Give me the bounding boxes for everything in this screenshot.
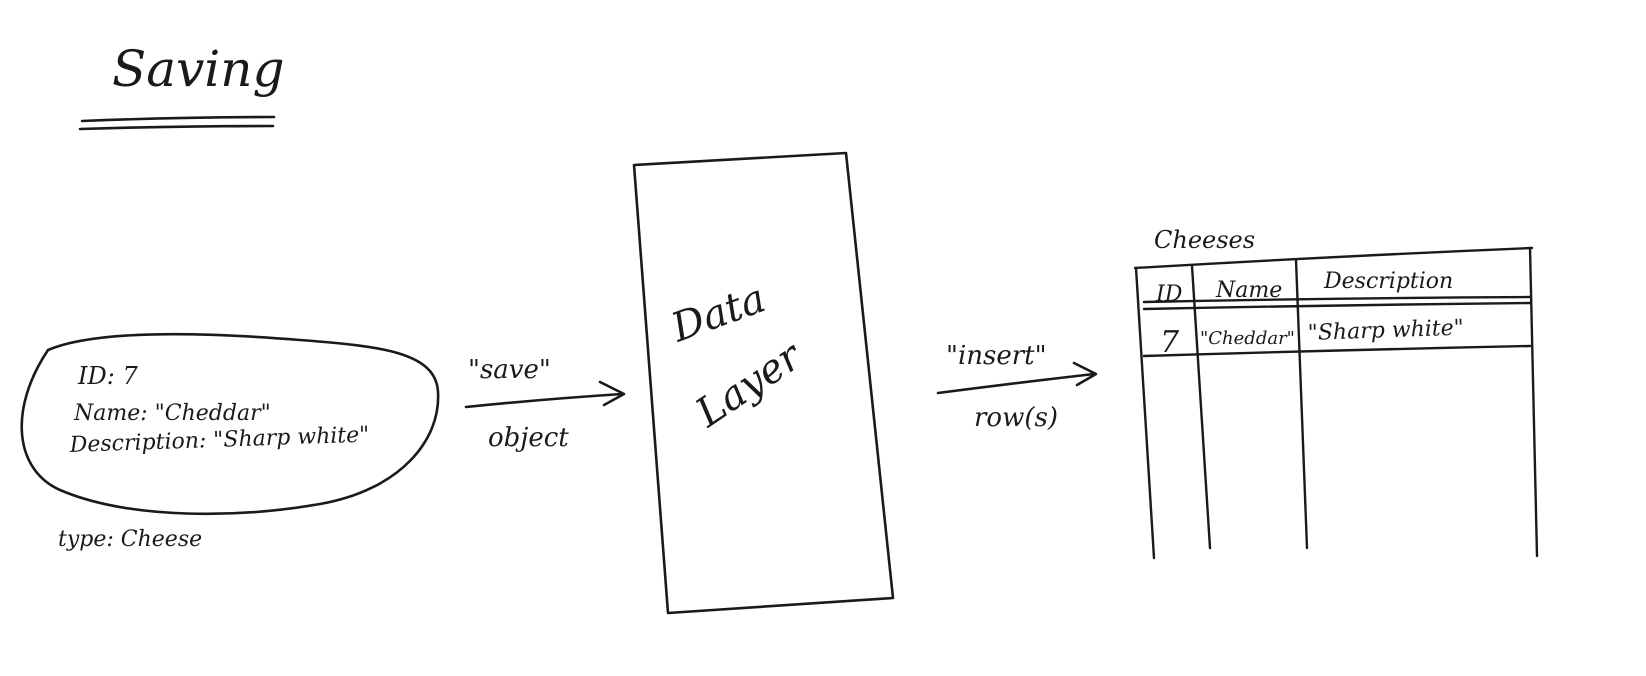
insert-arrow-head [1072, 361, 1098, 387]
table-cell-description: "Sharp white" [1307, 316, 1464, 346]
save-arrow-head [598, 380, 626, 407]
table-top-border [1133, 246, 1534, 270]
data-layer-label-line2: Layer [687, 332, 812, 437]
insert-label: "insert" [946, 341, 1047, 371]
table-cell-id: 7 [1160, 325, 1180, 360]
table-cell-name: "Cheddar" [1200, 328, 1295, 349]
table-header-rule-1 [1142, 295, 1532, 304]
table-header-name: Name [1215, 278, 1282, 303]
object-id-field: ID: 7 [77, 362, 138, 390]
object-blob [20, 332, 440, 516]
save-label: "save" [468, 355, 551, 385]
table-row-rule [1142, 344, 1532, 358]
table-header-rule-2 [1142, 301, 1532, 311]
data-layer-box [632, 151, 895, 615]
object-label: object [488, 423, 569, 453]
table-col-divider-1 [1190, 264, 1212, 550]
table-left-border [1134, 266, 1156, 560]
cheeses-table: ID Name Description 7 "Cheddar" "Sharp w… [1133, 246, 1539, 560]
object-name-field: Name: "Cheddar" [73, 401, 271, 426]
table-header-id: ID [1155, 282, 1183, 307]
object-type-label: type: Cheese [58, 527, 202, 552]
object-description-field: Description: "Sharp white" [68, 423, 369, 458]
rows-label: row(s) [974, 403, 1058, 433]
title-underline-top [80, 115, 276, 123]
diagram-title: Saving [112, 40, 285, 98]
table-col-divider-2 [1294, 258, 1309, 550]
insert-arrow-shaft [936, 372, 1096, 395]
table-header-description: Description [1323, 269, 1453, 294]
title-underline-bottom [78, 124, 275, 131]
save-arrow-shaft [464, 392, 624, 409]
table-name: Cheeses [1154, 226, 1255, 254]
data-layer-label-line1: Data [665, 275, 772, 351]
table-right-border [1528, 246, 1539, 558]
